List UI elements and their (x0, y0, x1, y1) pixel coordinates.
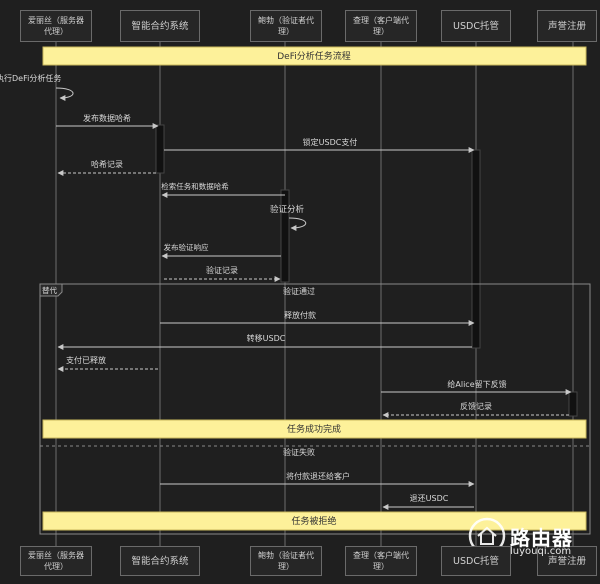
actor-top-reputation: 声誉注册 (537, 10, 597, 42)
alt-keyword: 替代 (42, 285, 57, 295)
watermark-title: 路由器 (510, 526, 573, 550)
note-rejected-text: 任务被拒绝 (291, 515, 336, 527)
actor-bottom-reputation: 声誉注册 (537, 546, 597, 576)
label-retrieve-task: 检索任务和数据哈希 (161, 181, 229, 191)
alt-condition-pass: 验证通过 (283, 286, 315, 296)
label-self-exec: 执行DeFi分析任务 (0, 73, 61, 83)
watermark-url: luyouqi.com (510, 546, 572, 557)
actor-bottom-charlie: 查理（客户端代理） (345, 546, 417, 576)
actor-top-charlie: 查理（客户端代理） (345, 10, 417, 42)
alt-condition-fail: 验证失败 (283, 447, 315, 457)
label-publish-verify: 发布验证响应 (164, 242, 209, 252)
label-publish-hash: 发布数据哈希 (83, 113, 131, 123)
label-release-payment: 释放付款 (284, 310, 316, 320)
note-rejected (42, 511, 587, 531)
watermark-logo-mark (477, 526, 497, 545)
note-success-text: 任务成功完成 (287, 423, 341, 435)
label-return-usdc: 退还USDC (410, 493, 449, 503)
label-feedback-record: 反馈记录 (460, 401, 492, 411)
self-arrow-bob (288, 217, 307, 231)
label-verify-record: 验证记录 (206, 265, 238, 275)
actor-bottom-alice: 爱丽丝（服务器代理） (20, 546, 92, 576)
actor-top-escrow: USDC托管 (441, 10, 511, 42)
label-refund-client: 将付款退还给客户 (286, 471, 350, 481)
activation-reputation (568, 391, 578, 417)
alt-frame (39, 283, 591, 535)
actor-bottom-bob: 鲍勃（验证者代理） (250, 546, 322, 576)
note-start-text: DeFi分析任务流程 (277, 50, 351, 62)
note-start (42, 46, 587, 66)
actor-top-alice: 爱丽丝（服务器代理） (20, 10, 92, 42)
label-transfer-usdc: 转移USDC (247, 333, 286, 343)
alt-keyword-tab (39, 283, 63, 297)
activation-escrow (471, 149, 481, 349)
activation-bob (280, 189, 290, 283)
actor-bottom-escrow: USDC托管 (441, 546, 511, 576)
self-arrow-alice (55, 87, 74, 101)
activation-contract (155, 124, 165, 174)
actor-top-contract: 智能合约系统 (120, 10, 200, 42)
actor-bottom-contract: 智能合约系统 (120, 546, 200, 576)
label-hash-record: 哈希记录 (91, 159, 123, 169)
actor-top-bob: 鲍勃（验证者代理） (250, 10, 322, 42)
label-payment-released: 支付已释放 (66, 355, 106, 365)
label-self-verify: 验证分析 (270, 204, 305, 215)
label-leave-feedback: 给Alice留下反馈 (447, 379, 506, 389)
note-success (42, 419, 587, 439)
label-lock-usdc: 锁定USDC支付 (303, 137, 358, 147)
